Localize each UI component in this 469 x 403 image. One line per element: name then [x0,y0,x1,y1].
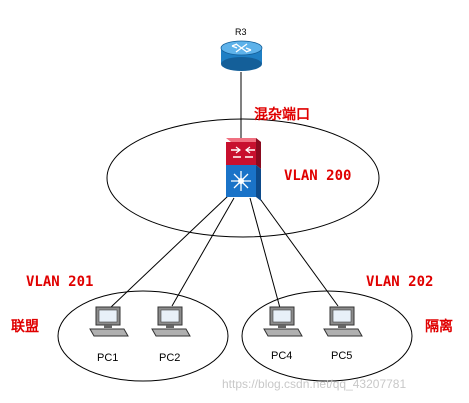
vlan-201-ellipse [57,290,229,382]
link-switch-pc2 [171,197,235,307]
pc2-label: PC2 [159,352,181,364]
link-switch-pc5 [257,195,339,307]
pc-icon[interactable] [151,306,191,337]
router-icon[interactable] [220,40,263,71]
vlan-200-ellipse [106,118,380,238]
pc-icon[interactable] [323,306,363,337]
isolate-label: 隔离 [425,319,453,335]
link-switch-pc4 [249,197,281,309]
vlan-200-label: VLAN 200 [284,168,352,184]
vlan-202-label: VLAN 202 [366,274,434,290]
multilayer-switch-icon[interactable] [226,138,261,201]
vlan-201-label: VLAN 201 [26,274,94,290]
alliance-label: 联盟 [11,319,39,335]
pc5-label: PC5 [331,350,353,362]
promisc-port-label: 混杂端口 [254,107,310,123]
pc-icon[interactable] [263,306,303,337]
pc-icon[interactable] [89,306,129,337]
pc4-label: PC4 [271,350,293,362]
pc1-label: PC1 [97,352,119,364]
router-label: R3 [235,27,247,37]
link-switch-pc1 [109,195,229,309]
watermark: https://blog.csdn.net/qq_43207781 [222,377,407,391]
